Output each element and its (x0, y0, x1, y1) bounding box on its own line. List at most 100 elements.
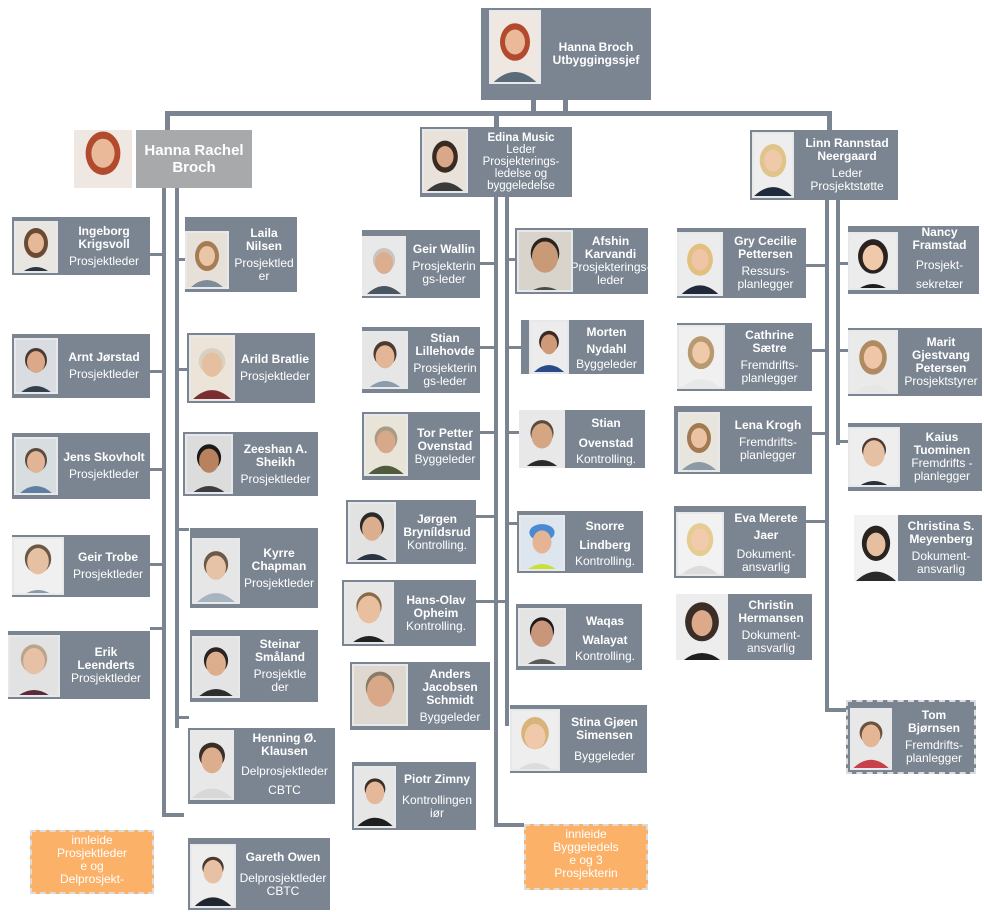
org-card-manager-left[interactable]: Hanna Rachel Broch (74, 130, 252, 188)
person-name: Lena Krogh (734, 417, 802, 432)
connector-mid-branch2 (507, 346, 521, 349)
person-role: Dokument- ansvarlig (911, 549, 971, 576)
person-role: Prosjektled er (234, 255, 294, 283)
person-name: Christin Hermansen (738, 598, 804, 625)
connector-right-branch (812, 349, 827, 352)
person-role: Delprosjektleder CBTC (241, 764, 328, 797)
person-photo-icon (190, 844, 236, 908)
connector-right-branch (177, 716, 189, 719)
person-photo-icon (678, 412, 720, 472)
connector-mid-branch (480, 431, 496, 434)
person-name: Hanna Broch (558, 40, 634, 54)
person-photo-icon (362, 236, 406, 296)
person-photo-icon (190, 730, 234, 800)
person-role: Byggeleder (576, 356, 637, 371)
person-photo-icon (676, 512, 724, 576)
connector-mid-branch2 (507, 431, 519, 434)
person-role: Byggeleder (574, 748, 635, 763)
person-name: Zeeshan A. Sheikh (243, 441, 308, 469)
person-name: Stian Ovenstad (578, 415, 634, 450)
person-name: Henning Ø. Klausen (252, 731, 317, 758)
connector-left-branch (150, 253, 164, 256)
connector-right-branch (177, 528, 189, 531)
person-photo-icon (185, 434, 233, 494)
person-name: Kaius Tuominen (913, 430, 971, 457)
person-name: Waqas Walayat (582, 613, 628, 647)
person-photo-icon (518, 608, 566, 666)
person-role: Kontrolling. (574, 553, 636, 568)
person-name: Geir Wallin (412, 241, 476, 256)
person-role: Prosjektleder (72, 567, 144, 581)
person-name: Erik Leenderts (77, 644, 135, 672)
person-role: Byggeleder (419, 710, 481, 724)
person-photo-icon (348, 502, 396, 562)
connector-mid-branch (480, 346, 496, 349)
connector-right-branch2 (838, 349, 852, 352)
connector-mid-trunk-b (505, 196, 509, 726)
person-name: Stina Gjøen Simensen (571, 714, 638, 742)
person-photo-icon (517, 230, 573, 292)
person-name: Ingeborg Krigsvoll (78, 223, 130, 251)
person-role: Prosjektleder (240, 471, 311, 486)
person-photo-icon (677, 325, 725, 389)
person-role: Dokument- ansvarlig (736, 547, 796, 574)
person-role: Kontrolling. (574, 648, 636, 663)
person-role: Prosjektstyrer (904, 374, 978, 388)
connector-right-trunk-a (825, 200, 829, 712)
person-name: Steinar Småland (254, 637, 305, 664)
person-role: Prosjekt- sekretær (915, 258, 964, 291)
person-photo-icon (519, 515, 565, 571)
person-photo-icon (850, 708, 892, 770)
connector-mid-branch2 (507, 258, 517, 261)
person-photo-icon (8, 635, 60, 697)
person-role: Prosjektleder (68, 467, 140, 481)
person-photo-icon (422, 129, 468, 193)
connector-drop-mid (494, 111, 499, 131)
person-name: Christina S. Meyenberg (907, 519, 975, 546)
person-photo-icon (14, 221, 58, 273)
person-role: Fremdrifts- planlegger (739, 434, 797, 462)
person-role: Prosjektleder (239, 369, 311, 383)
person-name: Geir Trobe (77, 550, 139, 564)
connector-left-trunk-a (162, 188, 166, 816)
connector-mid-branch (476, 515, 496, 518)
